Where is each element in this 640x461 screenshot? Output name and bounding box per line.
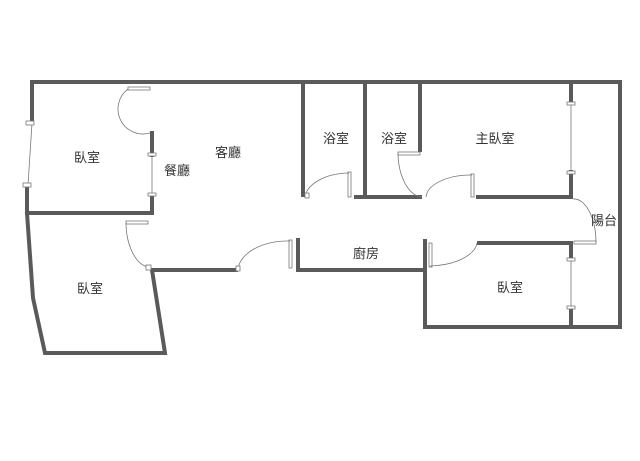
label-balcony: 陽台 [591, 214, 617, 229]
label-master-bedroom: 主臥室 [475, 131, 514, 147]
label-living-room: 客廳 [215, 145, 241, 161]
windows-and-doors [22, 86, 597, 310]
label-bathroom-2: 浴室 [381, 131, 407, 147]
label-bedroom-upper-left: 臥室 [74, 150, 100, 166]
walls [24, 80, 622, 355]
label-dining-room: 餐廳 [164, 163, 190, 179]
label-kitchen: 廚房 [353, 246, 379, 262]
label-bathroom-1: 浴室 [323, 131, 349, 147]
label-bedroom-lower-right: 臥室 [497, 280, 523, 296]
label-bedroom-lower-left: 臥室 [77, 281, 103, 297]
room-labels: 臥室 客廳 餐廳 臥室 浴室 浴室 主臥室 陽台 廚房 臥室 [74, 131, 617, 297]
